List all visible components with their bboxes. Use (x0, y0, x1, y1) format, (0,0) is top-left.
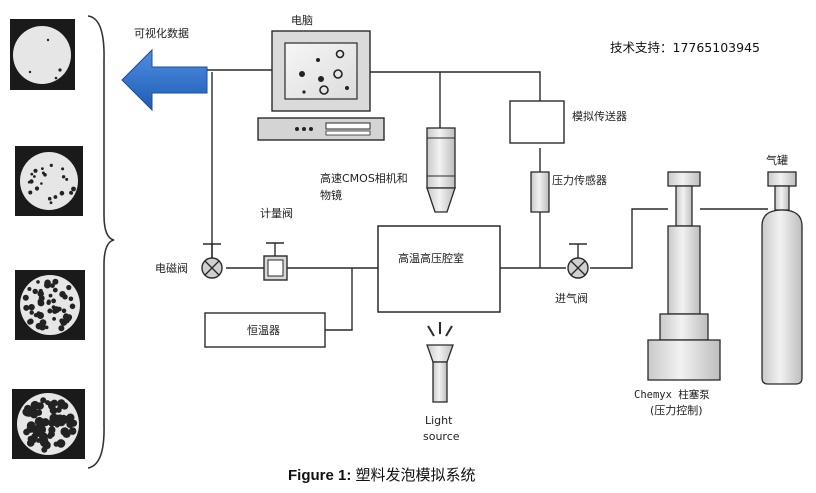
pressure-sensor-label: 压力传感器 (552, 174, 607, 187)
gas-tank (761, 171, 803, 385)
light-source-label-line2: source (423, 430, 460, 443)
bubble-thumbnail-1 (10, 19, 75, 90)
inlet-valve-label: 进气阀 (555, 291, 588, 305)
camera-label-line2: 物镜 (320, 188, 342, 202)
gas-tank-label: 气罐 (766, 153, 788, 167)
solenoid-valve (201, 243, 223, 279)
light-source-label-line1: Light (425, 414, 453, 427)
grouping-brace (87, 15, 115, 469)
caption-prefix: Figure 1: (288, 467, 351, 484)
solenoid-valve-label: 电磁阀 (155, 261, 188, 275)
high-temp-pressure-chamber (377, 225, 501, 313)
thermostat-label: 恒温器 (247, 324, 280, 337)
transmitter-label: 模拟传送器 (572, 109, 627, 123)
pressure-sensor (530, 171, 550, 213)
bubble-thumbnail-3 (15, 270, 85, 340)
analog-transmitter (509, 100, 565, 144)
figure-caption: Figure 1: 塑料发泡模拟系统 (288, 467, 476, 484)
caption-title: 塑料发泡模拟系统 (351, 467, 475, 484)
metering-valve-label: 计量阀 (260, 206, 293, 220)
pump-label-line1: Chemyx 柱塞泵 (634, 388, 710, 401)
camera-label-line1: 高速CMOS相机和 (320, 171, 408, 185)
bubble-thumbnail-2 (15, 146, 83, 216)
metering-valve (263, 242, 288, 281)
computer (257, 30, 385, 141)
syringe-pump (647, 171, 721, 381)
light-source (426, 322, 454, 403)
bubble-thumbnail-4 (12, 389, 85, 459)
pump-label-line2: (压力控制) (650, 403, 703, 417)
inlet-valve (567, 243, 589, 279)
visualization-label: 可视化数据 (134, 26, 189, 40)
computer-label: 电脑 (291, 14, 313, 27)
data-flow-arrow (121, 48, 208, 112)
support-contact: 技术支持：17765103945 (610, 40, 760, 55)
thermostat (204, 312, 326, 348)
chamber-label: 高温高压腔室 (398, 251, 464, 265)
connection-lines (207, 69, 768, 331)
camera-objective (426, 127, 456, 213)
